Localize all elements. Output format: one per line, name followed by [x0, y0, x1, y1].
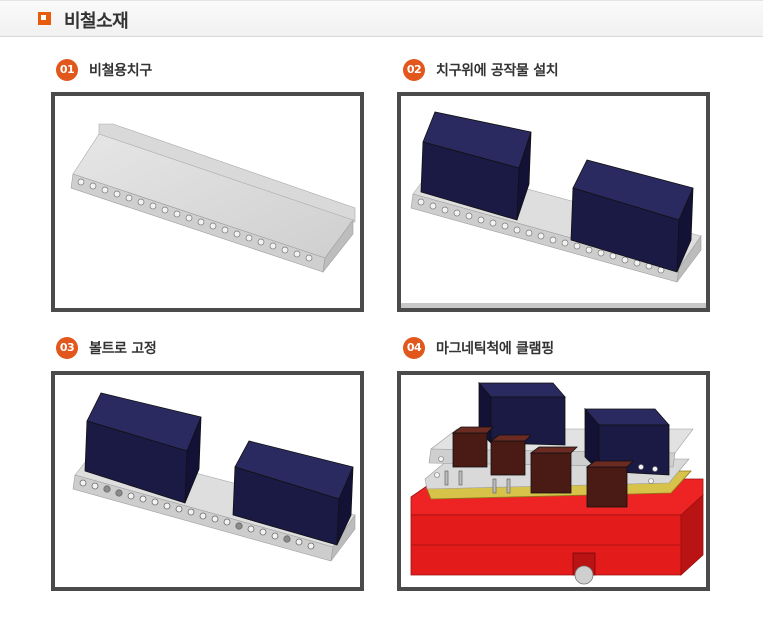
- jig-illustration: [70, 123, 356, 274]
- step-badge: 03: [56, 337, 78, 359]
- step-label: 볼트로 고정: [89, 341, 157, 357]
- section-header: 비철소재: [0, 0, 763, 37]
- section-title: 비철소재: [64, 11, 129, 32]
- jig-image: [51, 92, 364, 312]
- step-badge: 02: [403, 59, 425, 81]
- square-bullet-icon: [38, 12, 51, 25]
- workpiece-setup-image: [397, 92, 710, 312]
- magnetic-clamp-illustration: [410, 381, 704, 585]
- magnetic-clamp-image: [397, 371, 710, 591]
- step-badge: 04: [403, 337, 425, 359]
- workpiece-setup-illustration: [401, 111, 706, 308]
- step-label: 치구위에 공작물 설치: [436, 63, 559, 79]
- bolt-fix-image: [51, 371, 364, 591]
- bolt-fix-illustration: [72, 392, 356, 562]
- step-label: 마그네틱척에 클램핑: [436, 341, 554, 357]
- step-label: 비철용치구: [89, 63, 152, 79]
- step-badge: 01: [56, 59, 78, 81]
